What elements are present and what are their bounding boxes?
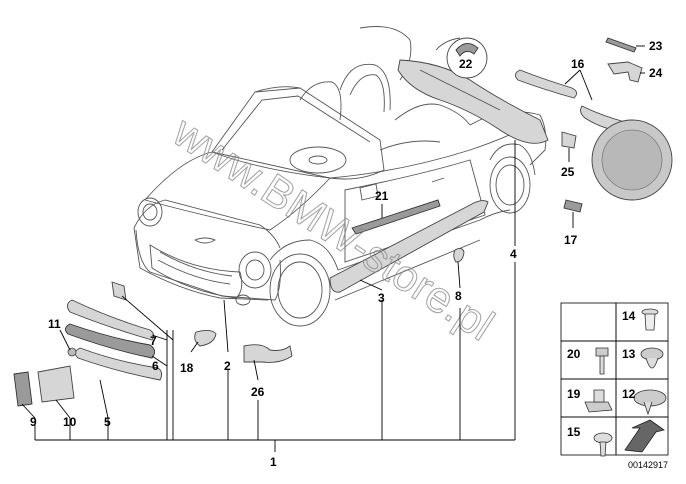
leader-lines [21,45,645,452]
diagram-number: 00142917 [628,460,668,470]
callout-19: 19 [567,387,581,401]
callout-10: 10 [63,415,77,429]
part-24-bracket [607,61,643,83]
side-repeater [194,329,217,347]
push-clip-icon [640,347,664,369]
license-plate-holder [37,365,75,403]
callout-24: 24 [649,66,663,80]
rivet-icon [641,308,659,331]
part-26-trim [243,344,293,363]
callout-20: 20 [567,347,581,361]
door-sill-strip [351,199,441,235]
car-illustration [133,26,547,327]
callout-21: 21 [375,189,389,203]
callout-16: 16 [571,57,585,71]
callout-23: 23 [649,39,663,53]
callout-15: 15 [567,425,581,439]
callout-9: 9 [30,415,37,429]
callout-22: 22 [459,57,473,71]
callout-25: 25 [561,165,575,179]
callout-1: 1 [270,455,277,469]
callout-26: 26 [251,385,265,399]
callout-2: 2 [224,359,231,373]
callout-numbers: 1 2 3 4 5 6 7 8 9 10 11 12 13 14 15 16 1… [30,39,663,469]
bolt-icon [595,347,609,375]
grille-mesh [65,323,155,359]
reference-arrow-icon [624,419,665,453]
screw-icon [593,432,613,457]
callout-17: 17 [564,233,578,247]
part-16-strip [515,69,577,99]
callout-14: 14 [622,309,636,323]
lower-grille [75,347,163,381]
callout-13: 13 [622,347,636,361]
hardware-grid [560,302,669,457]
plate-bracket [13,371,33,407]
clip-nut-icon [584,389,613,413]
side-sill-trim [329,200,489,293]
callout-4: 4 [510,247,517,261]
callout-18: 18 [180,361,194,375]
clip-icon [633,389,667,416]
callout-3: 3 [378,291,385,305]
callout-11: 11 [48,317,61,331]
callout-12: 12 [622,387,636,401]
callout-6: 6 [152,359,159,373]
part-23-clip [605,37,637,53]
trim-parts [13,37,673,407]
callout-7: 7 [150,334,157,348]
part-25-clip [561,131,577,149]
callout-8: 8 [455,289,462,303]
upper-grille [67,299,155,341]
part-8-cap [453,247,465,263]
part-17-clip [563,199,583,213]
callout-5: 5 [104,415,111,429]
